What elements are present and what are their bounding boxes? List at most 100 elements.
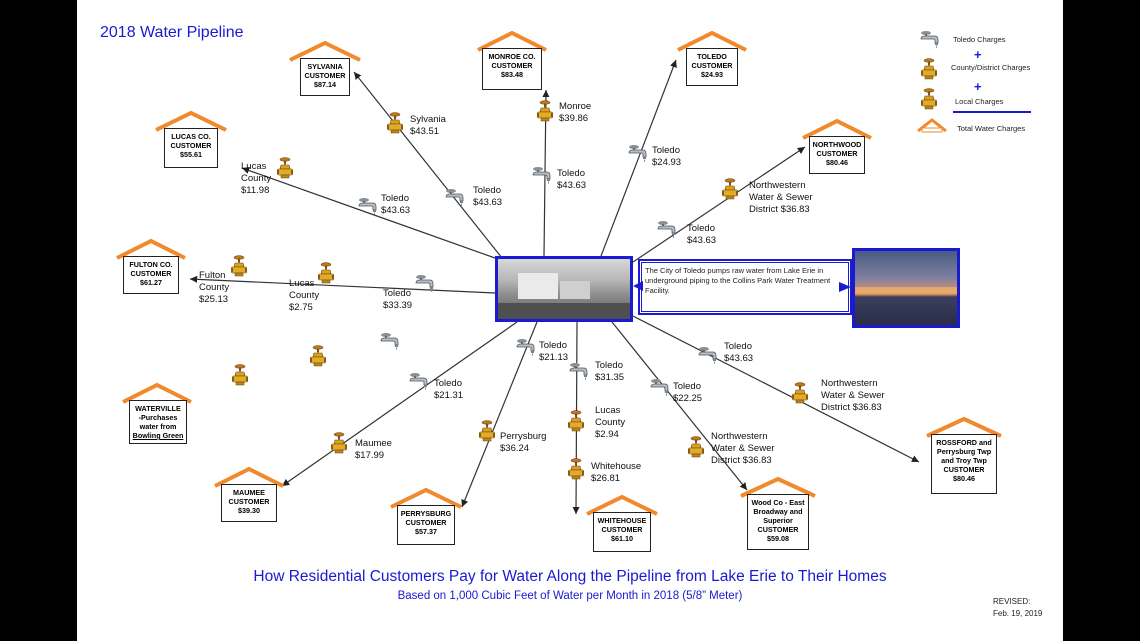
valve-icon — [277, 157, 293, 179]
valve-icon — [479, 420, 495, 442]
plant-building-2 — [560, 281, 590, 299]
house-northwood: NORTHWOOD CUSTOMER $80.46 — [799, 118, 875, 174]
revised-note: REVISED:Feb. 19, 2019 — [993, 597, 1043, 618]
pipe-perrysburg — [461, 321, 538, 508]
faucet-icon — [357, 197, 377, 215]
house-whitehouse-name: WHITEHOUSE — [597, 516, 647, 525]
house-perrysburg: PERRYSBURG CUSTOMER $57.37 — [387, 487, 465, 547]
valve-icon — [310, 345, 326, 367]
pipe-toledo — [600, 59, 677, 257]
valve-icon — [568, 410, 584, 432]
house-rossford-label: CUSTOMER — [943, 465, 985, 474]
house-sylvania-label: CUSTOMER — [304, 71, 346, 80]
house-toledo-label: CUSTOMER — [691, 61, 733, 70]
label-toledo-rossford: Toledo$43.63 — [724, 341, 754, 364]
faucet-icon — [649, 378, 669, 396]
house-waterville-note-2: water from — [139, 422, 177, 431]
house-toledo: TOLEDO CUSTOMER $24.93 — [674, 30, 750, 88]
house-woodco-name-2: Broadway and — [753, 507, 803, 516]
house-northwood-name: NORTHWOOD — [812, 140, 862, 149]
faucet-icon — [444, 188, 464, 206]
label-perrysburg-local: Perrysburg$36.24 — [500, 431, 547, 454]
house-woodco-name-1: Wood Co - East — [751, 498, 805, 507]
label-whitehouse-local: Whitehouse$26.81 — [591, 461, 642, 484]
house-perrysburg-label: CUSTOMER — [405, 518, 447, 527]
house-whitehouse: WHITEHOUSE CUSTOMER $61.10 — [583, 494, 661, 554]
house-maumee-name: MAUMEE — [233, 488, 265, 497]
house-toledo-amount: $24.93 — [701, 70, 723, 79]
faucet-icon — [697, 346, 717, 364]
pipeline-diagram: 2018 Water Pipeline Toledo Charges + Cou… — [77, 0, 1063, 641]
lake-erie-photo — [852, 248, 960, 328]
legend-county: County/District Charges — [951, 63, 1031, 72]
house-lucas-label: CUSTOMER — [170, 141, 212, 150]
house-toledo-name: TOLEDO — [697, 52, 727, 61]
house-rossford-name-2: Perrysburg Twp — [936, 447, 992, 456]
legend-toledo: Toledo Charges — [953, 35, 1006, 44]
label-toledo-toledo: Toledo$24.93 — [652, 145, 682, 168]
house-sylvania-name: SYLVANIA — [307, 62, 343, 71]
house-monroe-amount: $83.48 — [501, 70, 523, 79]
house-sylvania: SYLVANIA CUSTOMER $87.14 — [286, 40, 364, 96]
house-maumee: MAUMEE CUSTOMER $39.30 — [211, 466, 287, 524]
house-waterville: WATERVILLE -Purchases water from Bowling… — [119, 382, 195, 444]
legend-local: Local Charges — [955, 97, 1004, 106]
house-fulton-label: CUSTOMER — [130, 269, 172, 278]
plant-building — [518, 273, 558, 299]
pipeline-lines — [189, 59, 920, 515]
label-toledo-monroe: Toledo$43.63 — [557, 168, 587, 191]
house-monroe-label: CUSTOMER — [491, 61, 533, 70]
valve-icon — [537, 100, 553, 122]
house-perrysburg-name: PERRYSBURG — [400, 509, 452, 518]
valve-icon — [387, 112, 403, 134]
faucet-icon — [627, 144, 647, 162]
caption-main: How Residential Customers Pay for Water … — [253, 568, 887, 585]
page-title: 2018 Water Pipeline — [100, 24, 244, 41]
pipe-woodco — [611, 321, 748, 491]
legend-divider — [953, 111, 1031, 113]
pipe-northwood — [632, 146, 806, 263]
sunset-glow — [855, 287, 957, 293]
valve-icon — [318, 262, 334, 284]
house-northwood-amount: $80.46 — [826, 158, 848, 167]
house-waterville-name: WATERVILLE — [135, 404, 181, 413]
house-fulton-name: FULTON CO. — [129, 260, 173, 269]
legend-total: Total Water Charges — [957, 124, 1026, 133]
label-monroe-county: Monroe$39.86 — [559, 101, 592, 124]
pipe-rossford — [632, 315, 920, 463]
house-rossford-name-3: and Troy Twp — [941, 456, 987, 465]
house-roof-icon — [917, 118, 947, 133]
house-whitehouse-label: CUSTOMER — [601, 525, 643, 534]
label-toledo-fulton: Toledo$33.39 — [383, 288, 413, 311]
label-toledo-whitehouse: Toledo$31.35 — [595, 360, 625, 383]
sunset-arrow-icon — [839, 282, 851, 292]
faucet-icon — [656, 220, 676, 238]
label-toledo-maumee: Toledo$21.31 — [434, 378, 464, 401]
house-waterville-note-3: Bowling Green — [132, 431, 184, 440]
toledo-faucet-icon — [919, 30, 939, 48]
faucet-icon — [414, 274, 434, 292]
house-northwood-label: CUSTOMER — [816, 149, 858, 158]
faucet-icon — [515, 338, 535, 356]
pipe-lucas — [241, 167, 496, 259]
plant-ground — [498, 303, 630, 319]
house-fulton-amount: $61.27 — [140, 278, 162, 287]
house-rossford: ROSSFORD and Perrysburg Twp and Troy Twp… — [923, 416, 1005, 496]
house-woodco: Wood Co - East Broadway and Superior CUS… — [737, 476, 819, 550]
house-whitehouse-amount: $61.10 — [611, 534, 633, 543]
house-maumee-amount: $39.30 — [238, 506, 260, 515]
house-fulton: FULTON CO. CUSTOMER $61.27 — [113, 238, 189, 294]
label-toledo-lucas: Toledo$43.63 — [381, 193, 411, 216]
house-lucas: LUCAS CO. CUSTOMER $55.61 — [152, 110, 230, 168]
label-maumee-local: Maumee$17.99 — [355, 438, 392, 461]
house-woodco-amount: $59.08 — [767, 534, 789, 543]
house-perrysburg-amount: $57.37 — [415, 527, 437, 536]
pipe-sylvania — [353, 71, 503, 259]
faucet-icon — [568, 362, 588, 380]
faucet-icon — [379, 332, 399, 350]
